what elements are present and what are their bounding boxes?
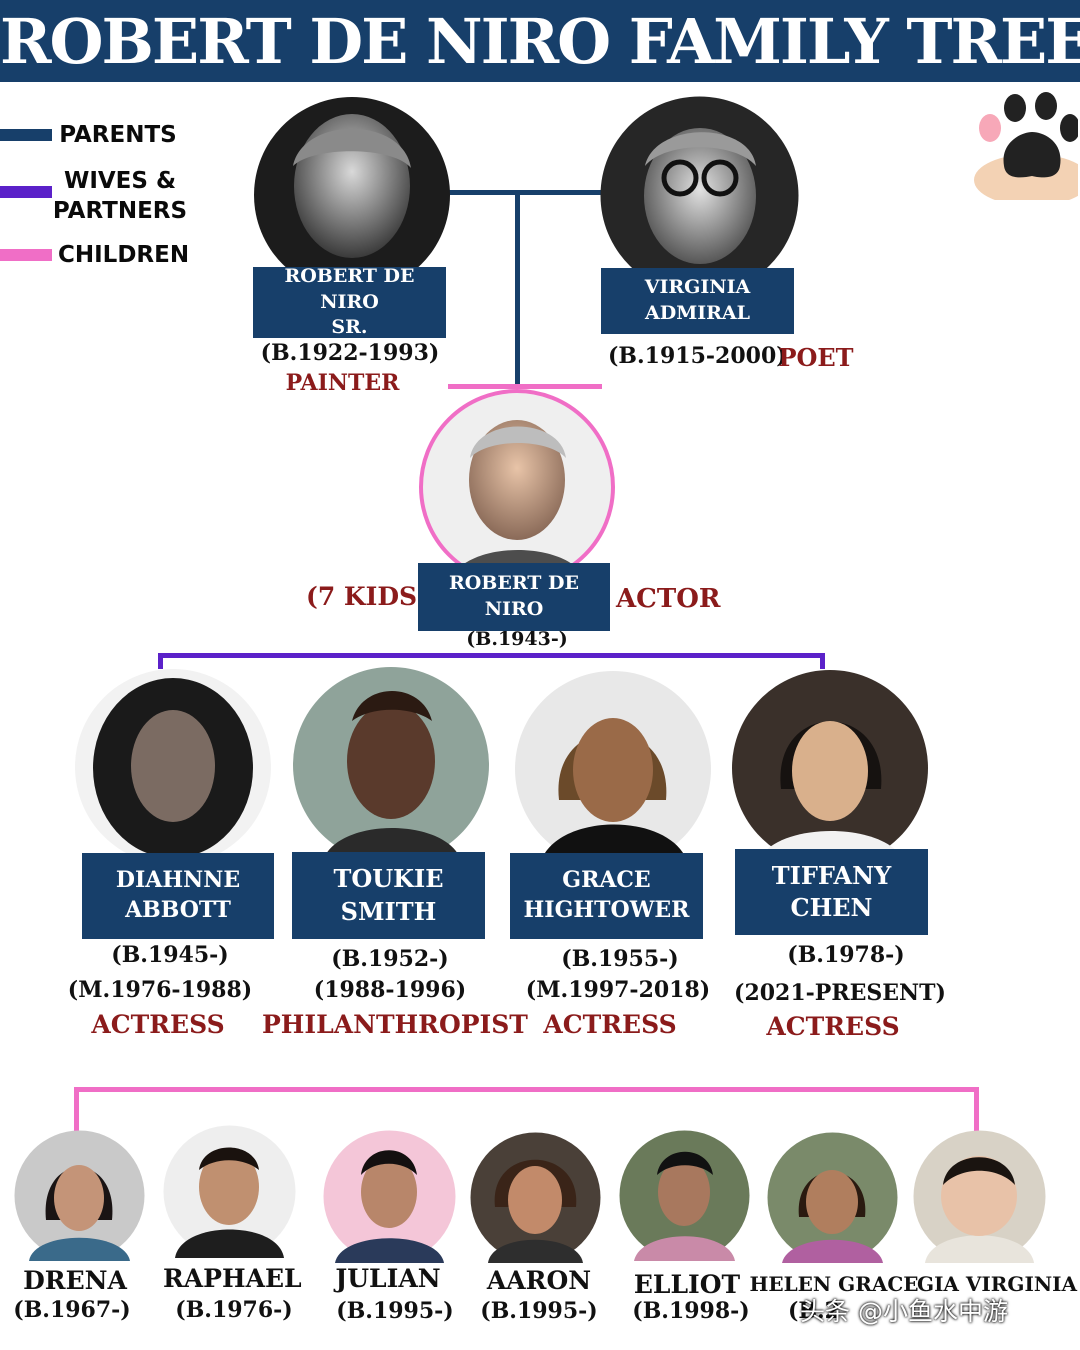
robert-de-niro-sr-years: (B.1922-1993) <box>260 340 440 366</box>
robert-de-niro-sr-name-line2: SR. <box>331 316 368 339</box>
legend-parents-swatch <box>0 129 52 141</box>
partners-connector-left-drop <box>158 653 163 669</box>
parents-connector <box>448 190 604 195</box>
diahnne-abbott-marriage: (M.1976-1988) <box>67 977 253 1003</box>
legend-partners-swatch <box>0 186 52 198</box>
parents-descent-line <box>515 193 520 388</box>
tiffany-chen-years: (B.1978-) <box>787 942 905 968</box>
aaron-years: (B.1995-) <box>480 1298 598 1324</box>
robert-de-niro-kids-count: (7 KIDS) <box>306 582 429 611</box>
virginia-admiral-role: POET <box>778 343 854 372</box>
raphael-years: (B.1976-) <box>175 1297 293 1323</box>
children-connector-right-drop <box>974 1087 979 1133</box>
grace-hightower-photo <box>515 671 711 868</box>
partners-connector-right-drop <box>820 653 825 669</box>
title-banner <box>0 0 1080 82</box>
robert-de-niro-sr-photo <box>254 97 450 293</box>
helen-grace-photo <box>767 1132 898 1263</box>
elliot-photo <box>619 1130 750 1261</box>
raphael-photo <box>163 1125 296 1258</box>
children-connector <box>74 1087 979 1092</box>
diahnne-abbott-namebox: DIAHNNE ABBOTT <box>82 853 274 939</box>
tiffany-chen-photo <box>732 670 928 867</box>
helen-grace-years: (B.2 <box>788 1298 840 1324</box>
diahnne-abbott-photo <box>75 669 271 865</box>
tiffany-chen-name-line2: CHEN <box>790 893 873 922</box>
grace-hightower-marriage: (M.1997-2018) <box>525 977 711 1003</box>
robert-de-niro-sr-name-line1: ROBERT DE NIRO <box>284 265 415 313</box>
grace-hightower-name-line2: HIGHTOWER <box>523 897 690 923</box>
toukie-smith-name-line2: SMITH <box>340 896 437 926</box>
child-of-parents-bar <box>448 384 602 389</box>
gia-virginia-photo <box>913 1130 1046 1263</box>
elliot-name: ELLIOT <box>633 1270 741 1299</box>
raphael-name: RAPHAEL <box>163 1264 302 1293</box>
julian-years: (B.1995-) <box>336 1298 454 1324</box>
drena-years: (B.1967-) <box>13 1297 131 1323</box>
robert-de-niro-name: ROBERT DE NIRO <box>448 572 580 620</box>
robert-de-niro-sr-role: PAINTER <box>285 370 400 396</box>
paw-print-icon <box>974 92 1078 200</box>
julian-photo <box>323 1130 456 1263</box>
grace-hightower-namebox: GRACE HIGHTOWER <box>510 853 703 939</box>
drena-photo <box>14 1130 145 1261</box>
toukie-smith-role: PHILANTHROPIST <box>262 1010 528 1039</box>
diahnne-abbott-role: ACTRESS <box>91 1010 225 1039</box>
watermark: 头条 @小鱼水中游 <box>800 1297 1008 1326</box>
robert-de-niro-photo <box>419 389 615 586</box>
grace-hightower-role: ACTRESS <box>543 1010 677 1039</box>
virginia-admiral-name-line2: ADMIRAL <box>644 302 751 324</box>
helen-grace-name: HELEN GRACE <box>749 1272 919 1296</box>
legend-children-swatch <box>0 249 52 261</box>
diahnne-abbott-name-line2: ABBOTT <box>125 897 231 923</box>
tiffany-chen-marriage: (2021-PRESENT) <box>734 980 946 1006</box>
robert-de-niro-sr-namebox: ROBERT DE NIRO SR. <box>253 265 446 339</box>
grace-hightower-years: (B.1955-) <box>561 946 679 972</box>
julian-name: JULIAN <box>335 1264 441 1293</box>
grace-hightower-name-line1: GRACE <box>562 867 651 894</box>
toukie-smith-photo <box>293 667 489 864</box>
tiffany-chen-name-line1: TIFFANY <box>771 860 892 890</box>
robert-de-niro-namebox: ROBERT DE NIRO <box>418 563 610 631</box>
legend-parents-label: PARENTS <box>59 122 177 148</box>
legend-partners-label-line2: PARTNERS <box>52 198 188 224</box>
diahnne-abbott-name-line1: DIAHNNE <box>115 867 241 894</box>
toukie-smith-marriage: (1988-1996) <box>313 977 467 1003</box>
virginia-admiral-years: (B.1915-2000) <box>608 343 787 369</box>
drena-name: DRENA <box>23 1266 127 1295</box>
aaron-name: AARON <box>486 1266 592 1295</box>
elliot-years: (B.1998-) <box>632 1298 750 1324</box>
diahnne-abbott-years: (B.1945-) <box>111 942 229 968</box>
tiffany-chen-role: ACTRESS <box>766 1012 900 1041</box>
tiffany-chen-namebox: TIFFANY CHEN <box>735 849 928 935</box>
virginia-admiral-photo <box>600 96 799 295</box>
robert-de-niro-role: ACTOR <box>616 584 721 614</box>
aaron-photo <box>470 1132 601 1263</box>
virginia-admiral-namebox: VIRGINIA ADMIRAL <box>601 268 794 334</box>
children-connector-left-drop <box>74 1087 79 1133</box>
virginia-admiral-name-line1: VIRGINIA <box>644 276 751 299</box>
legend-children-label: CHILDREN <box>58 242 190 268</box>
partners-connector <box>158 653 824 658</box>
robert-de-niro-years: (B.1943-) <box>466 628 568 650</box>
toukie-smith-years: (B.1952-) <box>331 946 449 972</box>
toukie-smith-name-line1: TOUKIE <box>333 864 444 894</box>
gia-virginia-name: GIA VIRGINIA <box>917 1272 1077 1296</box>
legend-partners-label-line1: WIVES & <box>63 168 177 194</box>
page-title: ROBERT DE NIRO FAMILY TREE <box>0 5 1080 78</box>
